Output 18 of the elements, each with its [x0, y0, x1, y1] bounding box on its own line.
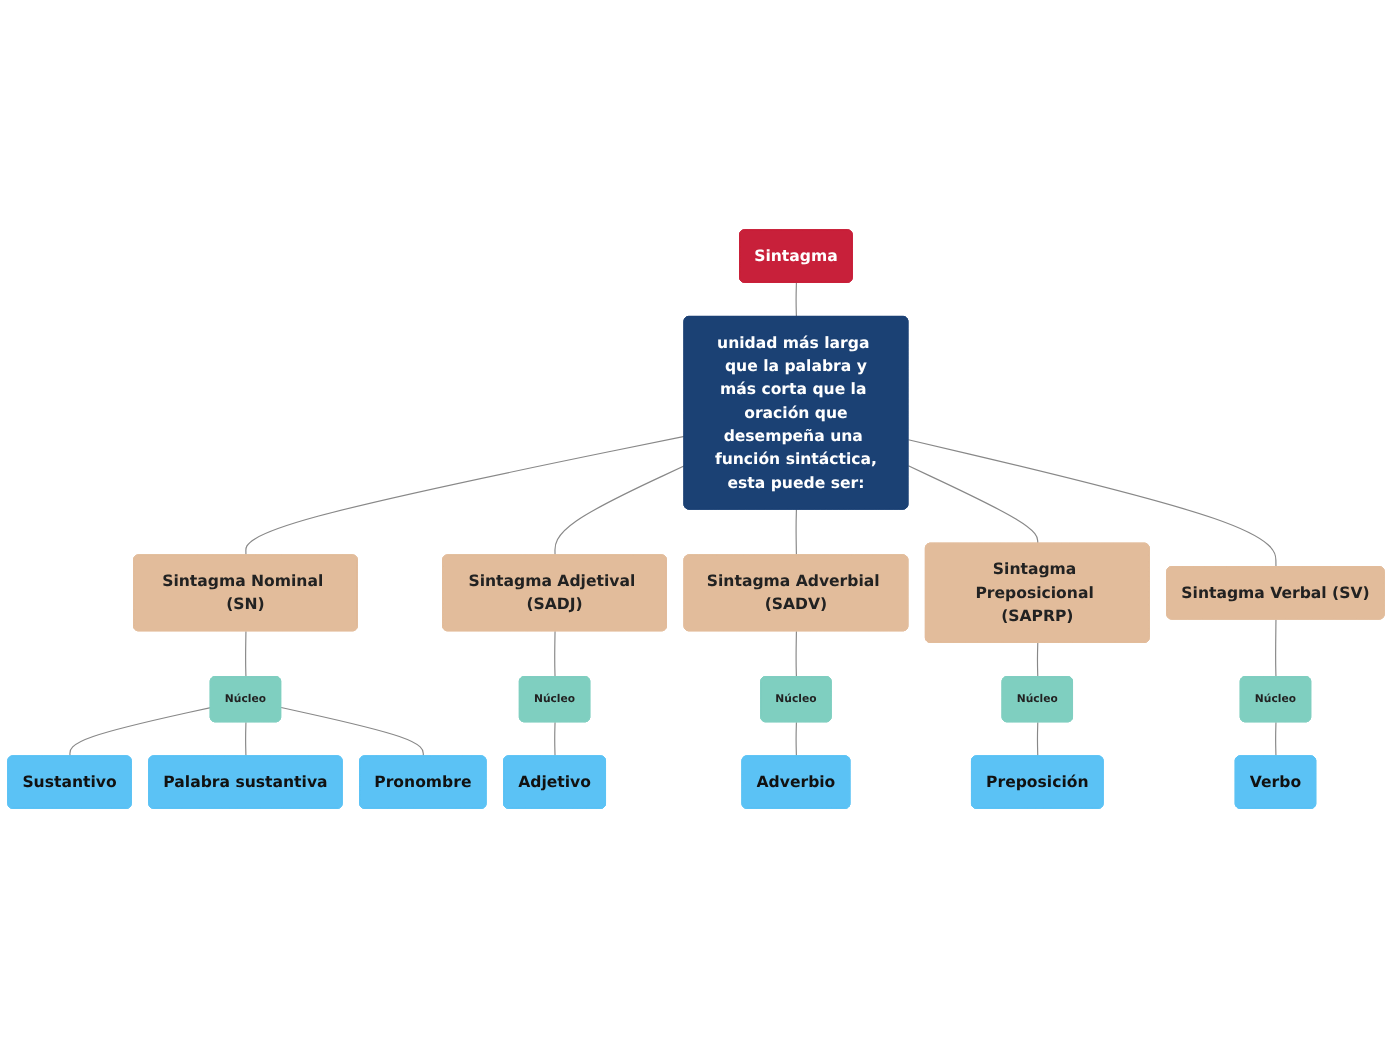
connector	[1036, 643, 1039, 679]
connector	[280, 707, 424, 758]
connector	[795, 722, 797, 758]
connector	[795, 283, 797, 319]
connector	[69, 707, 212, 758]
connector	[245, 722, 247, 758]
connector	[907, 440, 1277, 569]
connector	[1275, 722, 1277, 758]
connector	[907, 466, 1039, 546]
connector	[795, 631, 797, 679]
connector	[795, 509, 797, 557]
connector	[245, 436, 686, 557]
connector	[554, 631, 556, 679]
connector	[554, 466, 686, 557]
connector	[245, 631, 247, 679]
connector	[1036, 722, 1039, 758]
connector	[554, 722, 556, 758]
connector	[1275, 619, 1277, 679]
